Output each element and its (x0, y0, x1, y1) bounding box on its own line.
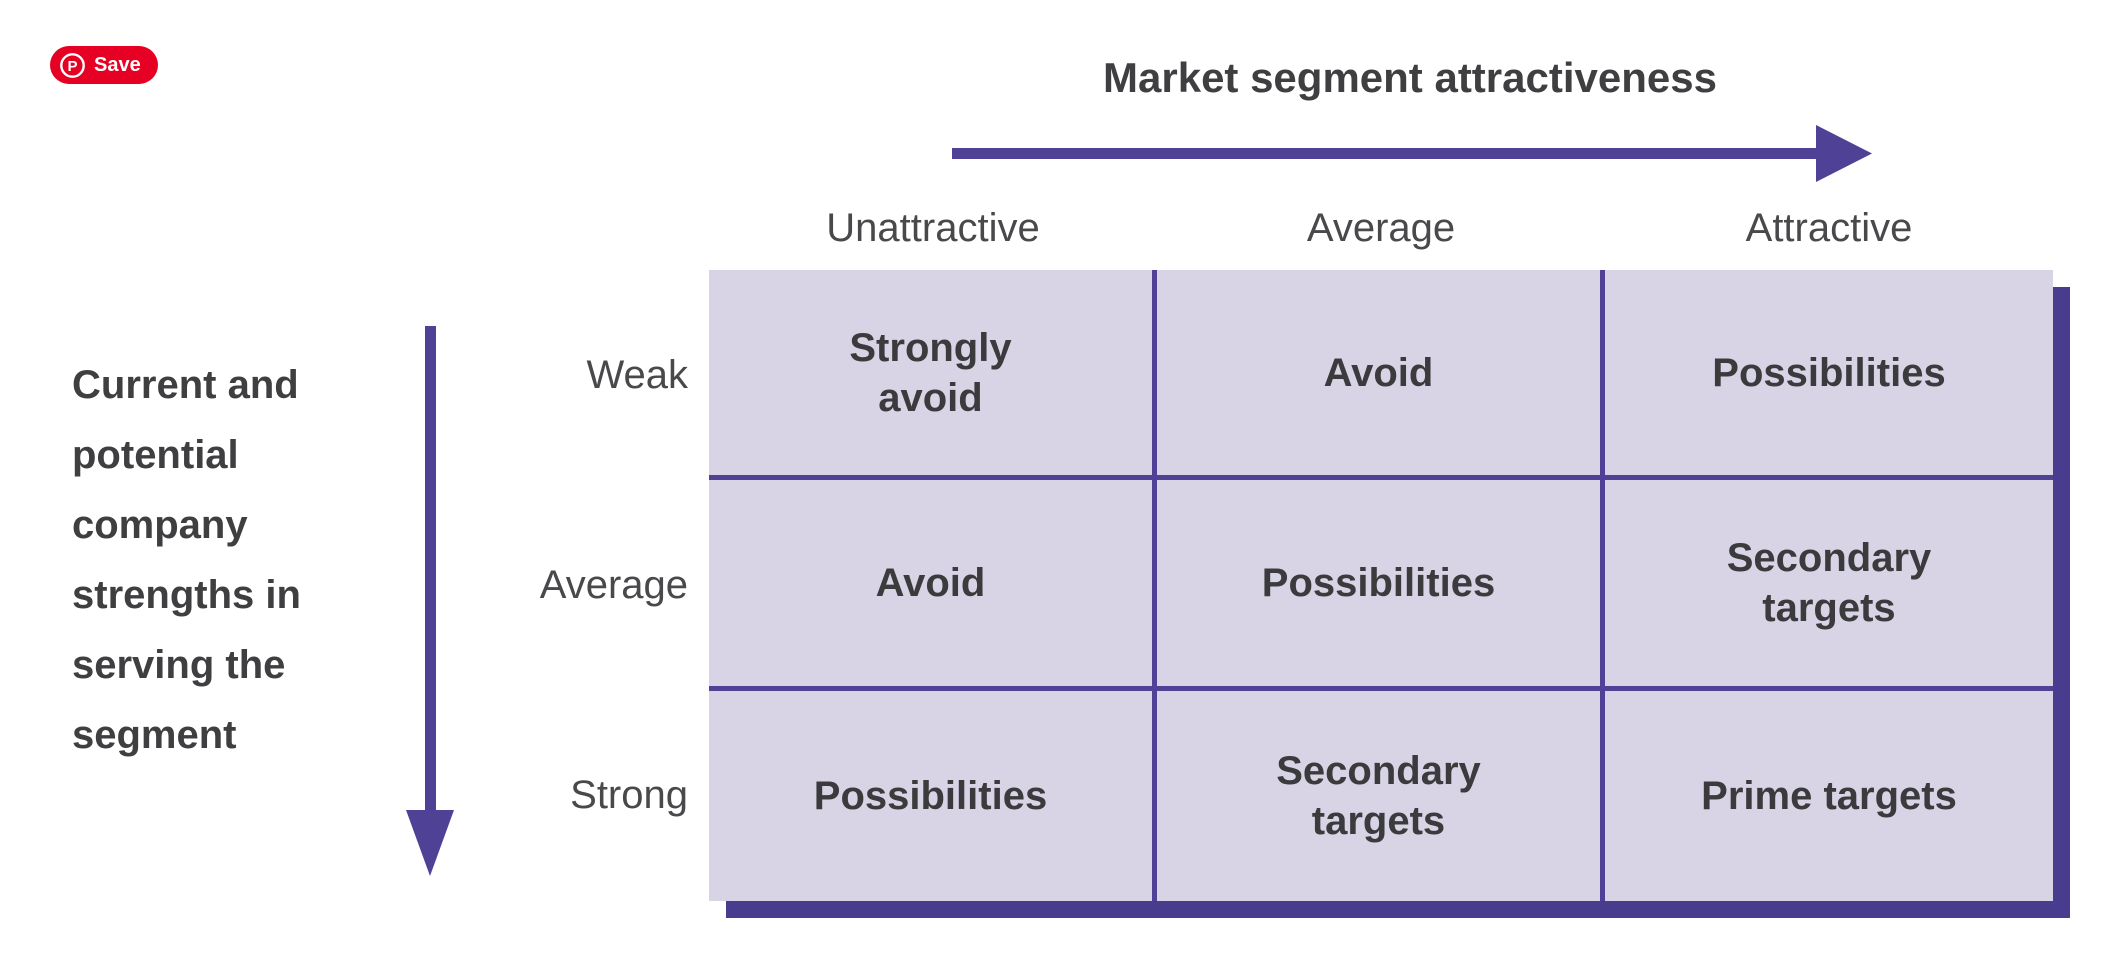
matrix-cell-strong-average: Secondary targets (1157, 690, 1605, 901)
matrix-cell-strong-unattractive: Possibilities (709, 690, 1157, 901)
row-label-weak: Weak (586, 353, 688, 397)
matrix-cell-weak-unattractive: Strongly avoid (709, 270, 1157, 481)
matrix-cell-average-average: Possibilities (1157, 480, 1605, 691)
matrix-cell-strong-attractive: Prime targets (1701, 773, 1957, 818)
matrix-cell-average-attractive: Secondary targets (1605, 480, 2053, 691)
column-header-unattractive: Unattractive (826, 206, 1040, 250)
row-label-strong: Strong (570, 773, 688, 817)
column-header-average: Average (1306, 206, 1456, 250)
matrix-cell-weak-attractive: Possibilities (1605, 270, 2053, 481)
y-axis-arrow-icon (401, 326, 459, 883)
y-axis-title: Current and potential company strengths … (72, 363, 301, 757)
column-header-attractive: Attractive (1745, 206, 1913, 250)
targeting-matrix: Strongly avoid Avoid Possibilities Avoid… (709, 270, 2053, 901)
matrix-cell-average-unattractive: Avoid (709, 480, 1157, 691)
pinterest-save-button[interactable]: P Save (50, 46, 158, 84)
pinterest-icon: P (59, 52, 86, 79)
save-button-label: Save (94, 53, 141, 76)
row-label-average: Average (539, 563, 688, 607)
matrix-cell-weak-average: Avoid (1157, 270, 1605, 481)
svg-text:P: P (67, 58, 77, 75)
x-axis-arrow-icon (950, 122, 1875, 191)
x-axis-title: Market segment attractiveness (1103, 54, 1717, 101)
